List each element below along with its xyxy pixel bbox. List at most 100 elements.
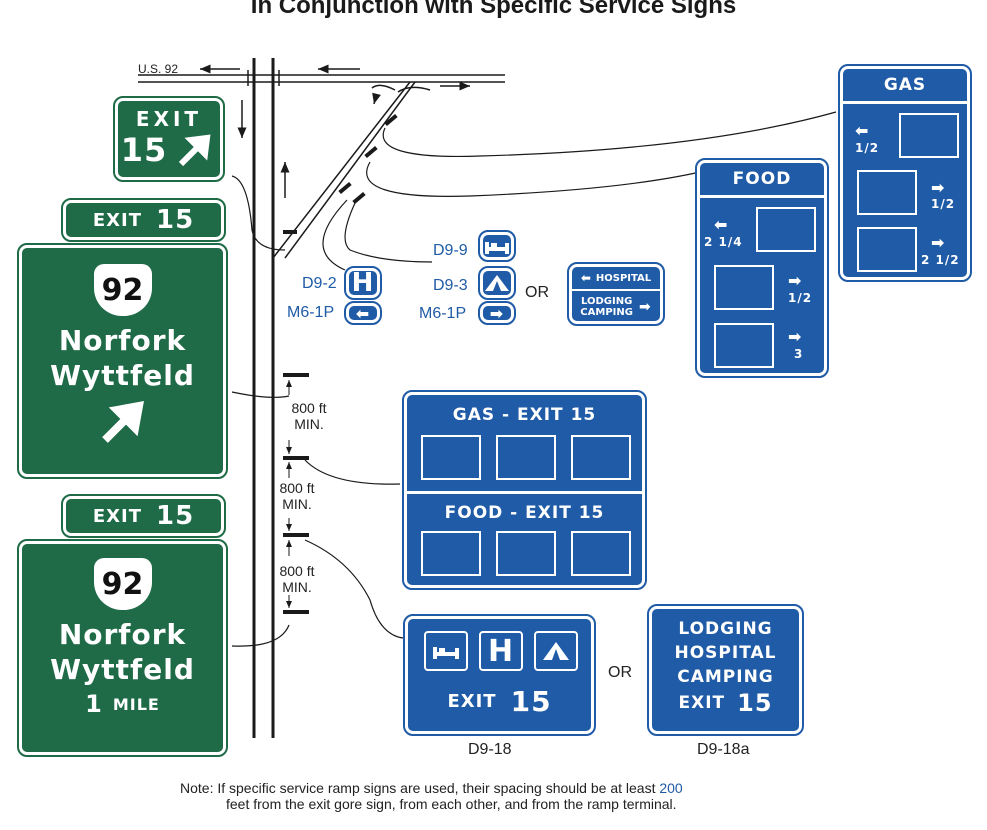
footnote-line-2: feet from the exit gore sign, from each … (226, 796, 677, 812)
d9-2-sign: H (344, 266, 382, 300)
camping-tent-icon (534, 631, 578, 671)
us-shield-icon: 92 (93, 264, 152, 316)
spacing-ticks (283, 113, 398, 614)
d9-18a-exit-word: EXIT (678, 693, 726, 713)
spacing-label-2: 800 ft MIN. (272, 480, 322, 512)
arrow-left-icon: ⬅ (580, 271, 592, 285)
word-service-sign: ⬅ HOSPITAL LODGING CAMPING ➡ (567, 262, 665, 326)
destination-2: Wyttfeld (50, 653, 195, 686)
arrow-left-icon: ⬅ (714, 215, 729, 234)
spacing-label-3: 800 ft MIN. (272, 563, 322, 595)
word-hospital: HOSPITAL (595, 272, 652, 284)
code-d9-18a: D9-18a (697, 741, 750, 758)
guide-sign-1: 92 Norfork Wyttfeld (17, 243, 228, 479)
mainline-service-sign: GAS - EXIT 15 FOOD - EXIT 15 (402, 390, 647, 590)
crossroad (138, 70, 505, 86)
exit-plaque-2-number: 15 (155, 501, 195, 531)
food-row-1-dist: 2 1/4 (704, 235, 743, 249)
route-label: U.S. 92 (138, 62, 179, 76)
logo-panel (421, 435, 481, 480)
code-d9-18: D9-18 (468, 741, 512, 758)
food-ramp-title: FOOD (700, 163, 824, 198)
hospital-h-icon: H (351, 268, 375, 298)
logo-panel (496, 435, 556, 480)
diagonal-arrow-icon (179, 134, 211, 167)
d9-3-sign (478, 266, 516, 300)
d9-18a-hospital: HOSPITAL (674, 643, 777, 663)
mainline-freeway (252, 58, 275, 738)
gas-row-2-dist: 1/2 (931, 197, 956, 211)
spacing-label-1: 800 ft MIN. (284, 400, 334, 432)
destination-1: Norfork (58, 618, 187, 651)
spacing-unit: MIN. (294, 416, 324, 432)
exit-plaque-1-number: 15 (155, 205, 195, 235)
direction-arrows (200, 64, 470, 198)
arrow-right-icon: ➡ (931, 178, 946, 197)
route-number: 92 (101, 566, 144, 602)
exit-plaque-1-word: EXIT (92, 209, 142, 231)
or-label-2: OR (608, 664, 632, 681)
hospital-h-icon: H (479, 631, 523, 671)
footnote-number: 200 (659, 780, 683, 796)
exit-plaque-2-word: EXIT (92, 505, 142, 527)
food-ramp-sign: FOOD ⬅ 2 1/4 ➡ 1/2 ➡ 3 (695, 158, 829, 378)
code-m6-1p-left: M6-1P (287, 304, 335, 321)
us-shield-icon: 92 (93, 558, 152, 610)
d9-18a-exit-number: 15 (737, 689, 773, 717)
arrow-right-icon: ➡ (489, 303, 505, 323)
d9-18-exit-word: EXIT (447, 691, 497, 712)
food-exit-header: FOOD - EXIT 15 (444, 503, 605, 523)
code-d9-3: D9-3 (433, 277, 468, 294)
arrow-right-icon: ➡ (638, 299, 652, 315)
code-d9-2: D9-2 (302, 275, 337, 292)
logo-panel (496, 531, 556, 576)
food-row-2-dist: 1/2 (788, 291, 813, 305)
word-lodging: LODGING (580, 296, 633, 307)
d9-18a-camping: CAMPING (677, 667, 774, 687)
logo-panel (714, 265, 774, 310)
d9-18a-sign: LODGING HOSPITAL CAMPING EXIT 15 (647, 604, 804, 736)
destination-1: Norfork (58, 324, 187, 357)
d9-18-exit-number: 15 (510, 685, 552, 718)
exit-gore-sign: EXIT 15 (113, 96, 225, 182)
arrow-left-icon: ⬅ (855, 121, 870, 140)
logo-panel (421, 531, 481, 576)
footnote-line-1: Note: If specific service ramp signs are… (180, 780, 683, 796)
gas-ramp-title: GAS (843, 69, 967, 104)
gas-row-1-dist: 1/2 (855, 141, 880, 155)
guide-sign-2: 92 Norfork Wyttfeld 1 MILE (17, 539, 228, 757)
arrow-left-icon: ⬅ (355, 303, 371, 323)
logo-panel (857, 170, 917, 215)
exit-gore-number: 15 (120, 131, 168, 169)
gas-row-3-dist: 2 1/2 (921, 253, 960, 267)
gas-ramp-sign: GAS ⬅ 1/2 ➡ 1/2 ➡ 2 1/2 (838, 64, 972, 282)
advance-distance: 1 (85, 690, 103, 718)
spacing-unit: MIN. (282, 579, 312, 595)
destination-2: Wyttfeld (50, 359, 195, 392)
code-d9-9: D9-9 (433, 242, 468, 259)
logo-panel (899, 113, 959, 158)
route-number: 92 (101, 272, 144, 308)
logo-panel (571, 435, 631, 480)
exit-gore-word: EXIT (135, 107, 203, 131)
food-row-3-dist: 3 (794, 347, 804, 361)
exit-plaque-2: EXIT 15 (61, 494, 226, 538)
diagram-title: In Conjunction with Specific Service Sig… (250, 0, 737, 19)
exit-ramp (272, 81, 431, 259)
diagonal-arrow-icon (101, 401, 144, 443)
lodging-bed-icon (424, 631, 468, 671)
leader-lines (231, 111, 837, 647)
camping-tent-icon (485, 275, 509, 291)
arrow-right-icon: ➡ (931, 233, 946, 252)
divider (407, 491, 642, 494)
d9-18-sign: H EXIT 15 (403, 614, 596, 736)
spacing-value: 800 ft (279, 480, 315, 496)
arrow-right-icon: ➡ (788, 271, 803, 290)
m6-1p-right-sign: ➡ (478, 301, 516, 325)
d9-9-sign (478, 230, 516, 262)
spacing-value: 800 ft (291, 400, 327, 416)
footnote-text: Note: If specific service ramp signs are… (180, 780, 660, 796)
arrow-right-icon: ➡ (788, 327, 803, 346)
word-camping: CAMPING (580, 307, 633, 318)
spacing-value: 800 ft (279, 563, 315, 579)
